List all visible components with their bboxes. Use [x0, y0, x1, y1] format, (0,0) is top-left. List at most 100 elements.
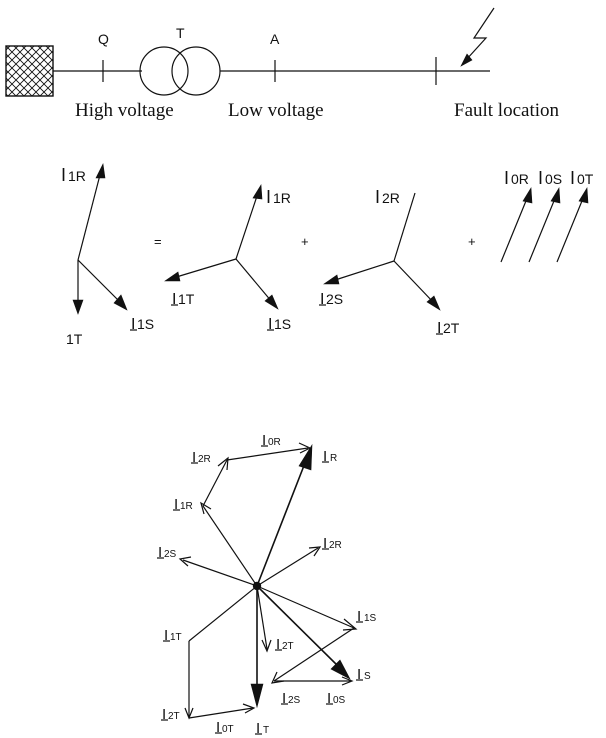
- negative-r-subscript: 2R: [382, 190, 400, 206]
- total-s-vector: [77, 259, 122, 304]
- negative-t-arrowhead: [426, 295, 441, 311]
- total-s-subscript: 1S: [137, 316, 154, 332]
- zero-t-arrowhead: [578, 187, 589, 204]
- phasor-origin-node: [252, 581, 262, 591]
- i2r-chain-arrowhead: [217, 456, 229, 471]
- zero-t-subscript: 0T: [577, 171, 594, 187]
- zero-r-vector: [500, 195, 529, 263]
- label-i2t-inner-main: I: [276, 636, 280, 653]
- i2s-left-vector: [182, 559, 258, 587]
- negative-s-subscript: 2S: [326, 291, 343, 307]
- lightning-bolt-arrowhead: [460, 53, 473, 67]
- is-resultant-vector: [256, 585, 339, 667]
- transformer-label: T: [176, 25, 185, 41]
- positive-r-subscript: 1R: [273, 190, 291, 206]
- total-t-arrowhead: [72, 299, 84, 315]
- positive-r-arrowhead: [252, 184, 263, 200]
- zero-t-label: I: [570, 168, 575, 188]
- label-i2s-left-main: I: [158, 544, 162, 561]
- is-resultant-arrowhead: [330, 659, 351, 680]
- label-i2s-left-sub: 2S: [164, 549, 177, 560]
- label-i2t-bottom-sub: 2T: [168, 711, 180, 722]
- i0r-chain-arrowhead: [298, 442, 312, 454]
- positive-s-arrowhead: [264, 294, 279, 310]
- label-i2r-right-sub: 2R: [329, 540, 342, 551]
- total-t-label: 1T: [66, 331, 83, 347]
- label-it-main: I: [256, 720, 260, 737]
- i1s-vector: [256, 585, 355, 629]
- ir-resultant-arrowhead: [298, 443, 313, 471]
- i2r-chain-vector: [202, 459, 228, 507]
- i2r-right-arrowhead: [308, 546, 322, 557]
- zero-t-vector: [556, 195, 585, 263]
- label-i0s-sub: 0S: [333, 695, 346, 706]
- i0t-chain-vector: [188, 707, 254, 719]
- label-i0r-main: I: [262, 432, 266, 449]
- one-line-circuit: Q T A High voltage Low voltage Fault loc…: [5, 7, 560, 121]
- i1r-arrowhead: [200, 501, 212, 515]
- total-r-subscript: 1R: [68, 168, 86, 184]
- i1s-arrowhead: [342, 618, 358, 631]
- positive-t-vector: [172, 258, 237, 279]
- it-resultant-arrowhead: [250, 683, 264, 709]
- positive-sequence-phasors: I 1R I 1T I 1S: [164, 184, 291, 333]
- zero-s-label: I: [538, 168, 543, 188]
- zero-r-arrowhead: [522, 187, 533, 204]
- i2s-left-arrowhead: [178, 556, 192, 567]
- total-s-arrowhead: [113, 294, 128, 311]
- zero-sequence-phasors: I 0R I 0S I 0T: [500, 168, 594, 263]
- label-i2s-bottom-main: I: [282, 690, 286, 707]
- label-i0s-main: I: [327, 690, 331, 707]
- label-i1r-sub: 1R: [180, 501, 193, 512]
- total-r-label: I: [61, 165, 66, 185]
- label-it-sub: T: [263, 725, 269, 736]
- label-ir-sub: R: [330, 453, 337, 464]
- phasor-sum-diagram: I 0R I R I 2R I 1R I 2R I 2S I 1S I 1T I: [157, 432, 377, 737]
- positive-t-label: I: [172, 291, 176, 308]
- label-i1s-sub: 1S: [364, 613, 377, 624]
- ir-resultant-vector: [256, 462, 306, 587]
- zero-s-arrowhead: [550, 187, 561, 204]
- positive-t-arrowhead: [164, 271, 181, 282]
- positive-s-subscript: 1S: [274, 316, 291, 332]
- negative-t-subscript: 2T: [443, 320, 460, 336]
- zero-s-subscript: 0S: [545, 171, 562, 187]
- fault-location-label: Fault location: [454, 100, 560, 121]
- lightning-bolt-icon: [465, 7, 495, 61]
- zero-s-vector: [528, 195, 557, 263]
- low-voltage-label: Low voltage: [228, 100, 324, 121]
- negative-s-vector: [331, 260, 395, 282]
- label-i1t-main: I: [164, 627, 168, 644]
- positive-s-vector: [235, 258, 273, 303]
- high-voltage-label: High voltage: [75, 100, 174, 121]
- i0s-chain-arrowhead: [341, 676, 354, 686]
- negative-r-label: I: [375, 187, 380, 207]
- i2t-inner-arrowhead: [261, 639, 272, 653]
- source-grid-block: [5, 45, 54, 97]
- label-i2t-inner-sub: 2T: [282, 641, 294, 652]
- i2r-right-vector: [256, 547, 319, 587]
- label-i0t-sub: 0T: [222, 724, 234, 735]
- i0t-chain-arrowhead: [242, 703, 256, 714]
- i1t-vector: [188, 585, 258, 642]
- plus-sign-2: +: [468, 234, 476, 249]
- positive-r-label: I: [266, 187, 271, 207]
- i1r-vector: [202, 505, 258, 587]
- equals-sign: =: [154, 234, 162, 249]
- negative-t-label: I: [437, 320, 441, 337]
- positive-t-subscript: 1T: [178, 291, 195, 307]
- point-a-label: A: [270, 31, 280, 47]
- label-is-main: I: [357, 666, 361, 683]
- negative-s-arrowhead: [323, 274, 340, 285]
- label-i2r-right-main: I: [323, 535, 327, 552]
- total-r-vector: [77, 170, 102, 261]
- label-i2t-bottom-main: I: [162, 706, 166, 723]
- positive-r-vector: [235, 192, 259, 260]
- negative-r-vector: [393, 192, 416, 262]
- label-i1t-sub: 1T: [170, 632, 182, 643]
- breaker-q-label: Q: [98, 31, 109, 47]
- positive-s-label: I: [268, 316, 272, 333]
- label-is-sub: S: [364, 671, 371, 682]
- decomposition-row: I 1R 1T I 1S = I 1R I 1T I 1S +: [61, 163, 594, 347]
